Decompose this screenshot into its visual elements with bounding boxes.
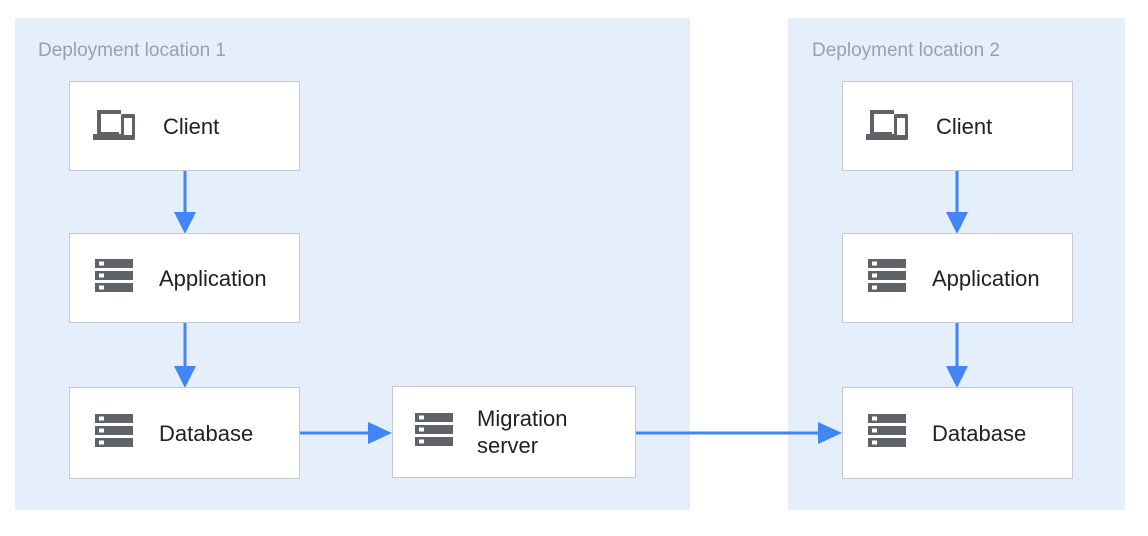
server-icon — [868, 413, 906, 453]
node-application-1-label: Application — [159, 265, 267, 291]
node-application-1[interactable]: Application — [69, 233, 300, 323]
node-database-1[interactable]: Database — [69, 387, 300, 479]
connector-client1-to-app1 — [174, 171, 196, 234]
server-icon — [95, 413, 133, 453]
devices-icon — [864, 104, 910, 149]
node-client-2[interactable]: Client — [842, 81, 1073, 171]
server-icon — [868, 258, 906, 298]
connector-db1-to-migration-server — [300, 422, 392, 444]
node-database-2-label: Database — [932, 420, 1027, 446]
connector-migration-server-to-db2 — [636, 422, 842, 444]
node-client-1[interactable]: Client — [69, 81, 300, 171]
connector-app2-to-db2 — [946, 323, 968, 388]
node-application-2[interactable]: Application — [842, 233, 1073, 323]
node-client-2-label: Client — [936, 113, 993, 139]
deployment-zone-2-label: Deployment location 2 — [812, 40, 1000, 61]
server-icon — [95, 258, 133, 298]
connector-client2-to-app2 — [946, 171, 968, 234]
devices-icon — [91, 104, 137, 149]
node-client-1-label: Client — [163, 113, 220, 139]
node-migration-server-label: Migration server — [477, 406, 568, 458]
node-migration-server[interactable]: Migration server — [392, 386, 636, 478]
server-icon — [415, 412, 453, 452]
connector-app1-to-db1 — [174, 323, 196, 388]
deployment-zone-1-label: Deployment location 1 — [38, 40, 226, 61]
node-database-2[interactable]: Database — [842, 387, 1073, 479]
node-application-2-label: Application — [932, 265, 1040, 291]
node-database-1-label: Database — [159, 420, 254, 446]
